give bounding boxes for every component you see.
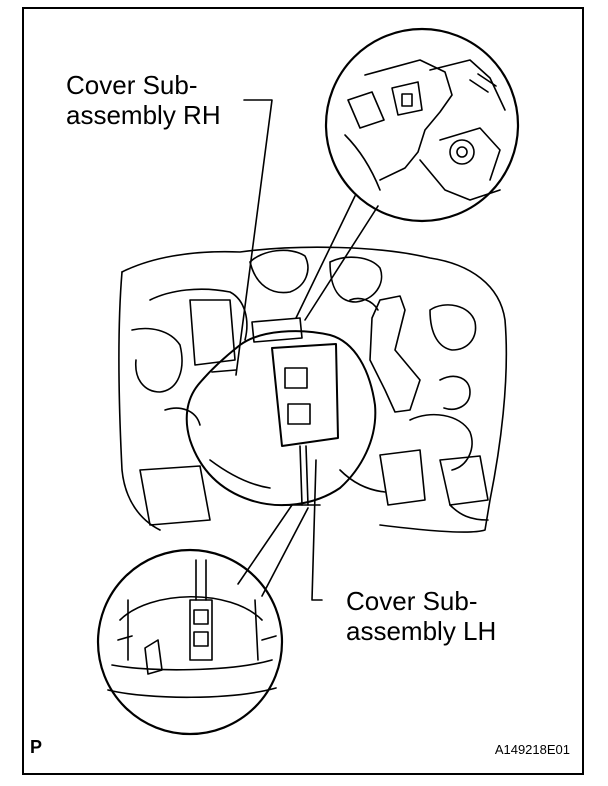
callout-lh-line1: Cover Sub- [346,586,478,616]
leader-lines [235,99,323,601]
engine-background [118,246,508,533]
callout-rh-line2: assembly RH [66,100,221,130]
detail-circle-rh [324,27,520,223]
callout-cover-rh: Cover Sub- assembly RH [66,70,221,130]
callout-cover-lh: Cover Sub- assembly LH [346,586,496,646]
detail-circle-lh [96,548,284,736]
detail-connectors [237,195,379,597]
callout-lh-line2: assembly LH [346,616,497,646]
callout-rh-line1: Cover Sub- [66,70,198,100]
figure-code: A149218E01 [494,742,570,757]
corner-mark: P [30,737,43,757]
